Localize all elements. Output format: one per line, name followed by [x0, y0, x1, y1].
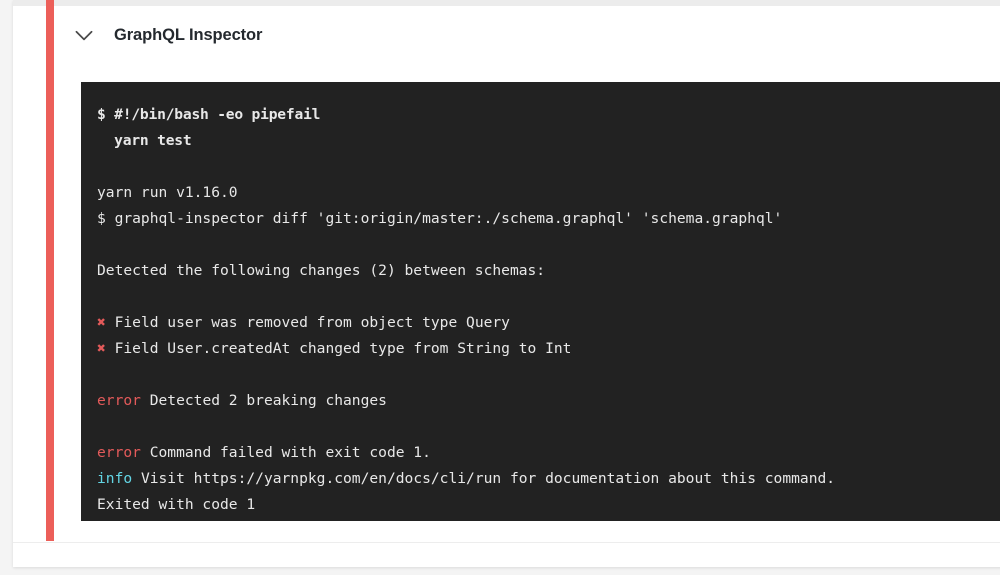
terminal-line-text: Visit https://yarnpkg.com/en/docs/cli/ru… — [132, 470, 836, 487]
error-label: error — [97, 444, 141, 461]
terminal-line-output: Exited with code 1 — [97, 496, 256, 513]
terminal-line-blank — [97, 232, 1000, 258]
breaking-change-cross-icon: ✖ — [97, 340, 106, 357]
terminal-line-output: Detected the following changes (2) betwe… — [97, 262, 546, 279]
chevron-down-icon[interactable] — [71, 22, 97, 48]
card-footer — [13, 543, 1000, 567]
status-accent-bar — [46, 0, 54, 541]
terminal-line-blank — [97, 154, 1000, 180]
error-label: error — [97, 392, 141, 409]
page-title: GraphQL Inspector — [114, 25, 263, 44]
card-top-strip — [13, 0, 1000, 6]
terminal-line-error: error Command failed with exit code 1. — [97, 440, 1000, 466]
terminal-line-blank — [97, 362, 1000, 388]
terminal-line-breaking: ✖ Field user was removed from object typ… — [97, 310, 1000, 336]
terminal-line-error: error Detected 2 breaking changes — [97, 388, 1000, 414]
breaking-change-cross-icon: ✖ — [97, 314, 106, 331]
terminal-line-breaking: ✖ Field User.createdAt changed type from… — [97, 336, 1000, 362]
terminal-lines: $ #!/bin/bash -eo pipefail yarn test yar… — [81, 82, 1000, 518]
terminal-line-text: Command failed with exit code 1. — [140, 444, 431, 461]
terminal-output[interactable]: $ #!/bin/bash -eo pipefail yarn test yar… — [81, 82, 1000, 521]
terminal-line-command: $ #!/bin/bash -eo pipefail — [97, 106, 321, 123]
log-card: GraphQL Inspector $ #!/bin/bash -eo pipe… — [13, 0, 1000, 567]
log-card-header[interactable]: GraphQL Inspector — [71, 19, 262, 51]
card-divider — [13, 542, 1000, 543]
terminal-line-text: Field User.createdAt changed type from S… — [105, 340, 572, 357]
terminal-line-info: info Visit https://yarnpkg.com/en/docs/c… — [97, 466, 1000, 492]
terminal-line-blank — [97, 284, 1000, 310]
terminal-line-output: $ graphql-inspector diff 'git:origin/mas… — [97, 210, 783, 227]
terminal-line-text: Field user was removed from object type … — [105, 314, 510, 331]
info-label: info — [97, 470, 133, 487]
terminal-line-text: Detected 2 breaking changes — [140, 392, 387, 409]
terminal-line-blank — [97, 414, 1000, 440]
terminal-line-output: yarn run v1.16.0 — [97, 184, 238, 201]
terminal-line-command: yarn test — [97, 132, 192, 149]
